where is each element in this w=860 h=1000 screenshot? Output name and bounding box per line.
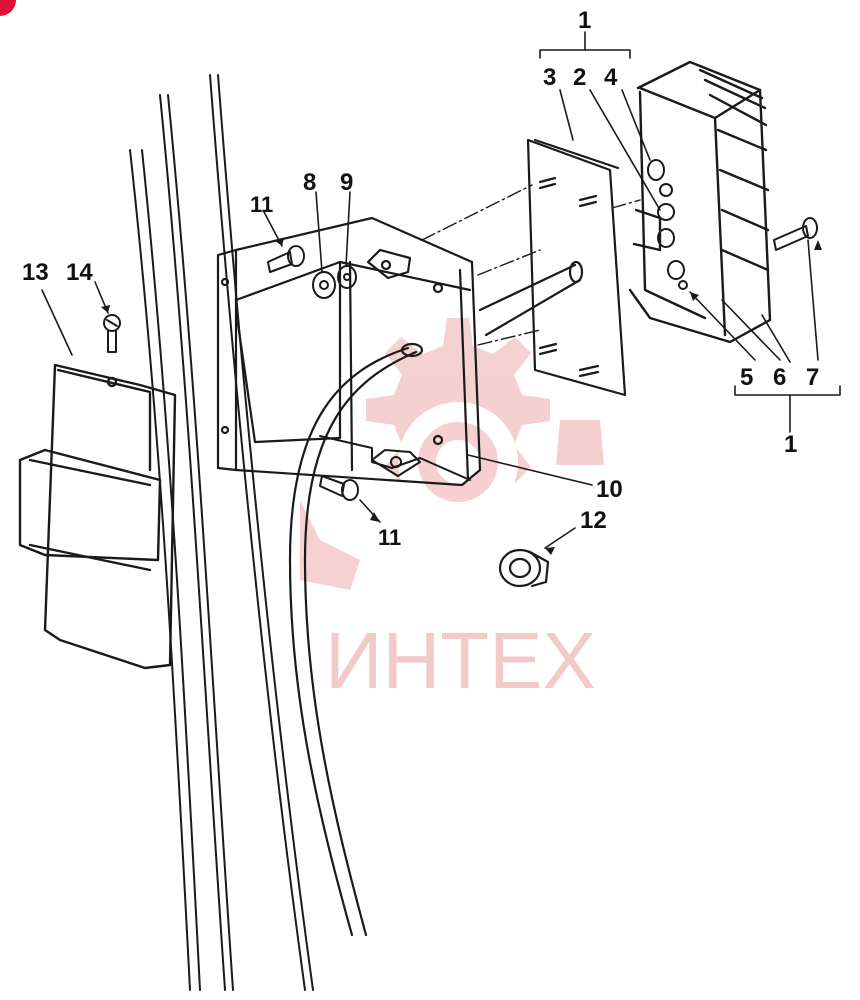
- callout-11-top: 11: [250, 192, 273, 217]
- callout-13: 13: [22, 259, 49, 286]
- screw-part-11-bottom: [319, 475, 359, 501]
- callout-11-bottom: 11: [378, 525, 401, 550]
- screw-part-7: [773, 217, 818, 251]
- corner-mark: [0, 0, 16, 16]
- grommet-part-12: [498, 548, 550, 588]
- callout-8: 8: [303, 169, 316, 196]
- callout-1-bottom: 1: [784, 431, 797, 458]
- callout-9: 9: [340, 169, 353, 196]
- leader-lines: [41, 31, 841, 549]
- mounting-bracket: [216, 216, 482, 487]
- assembly-lines: [421, 184, 641, 346]
- callout-5: 5: [740, 364, 753, 391]
- callout-3: 3: [543, 64, 556, 91]
- callout-2: 2: [573, 64, 586, 91]
- screw-part-14: [103, 314, 121, 353]
- door-frame: [129, 74, 314, 991]
- bulb-socket-parts: [647, 159, 688, 290]
- callout-12: 12: [580, 507, 607, 534]
- gasket-plate-part-3: [526, 138, 627, 397]
- leader-arrowheads: [101, 238, 822, 555]
- lamp-housing-part: [628, 60, 772, 344]
- clamp-part: [319, 435, 471, 481]
- callout-4: 4: [604, 64, 618, 91]
- washer-part-9: [337, 265, 357, 289]
- callout-6: 6: [773, 364, 786, 391]
- watermark-logo: [300, 318, 604, 590]
- screw-part-11-top: [267, 245, 305, 273]
- callout-14: 14: [66, 259, 93, 286]
- callout-10: 10: [596, 476, 623, 503]
- rear-cover-part: [18, 363, 177, 670]
- watermark-text: ИНТЕХ: [325, 616, 596, 705]
- callout-1-top: 1: [578, 7, 591, 34]
- callout-7: 7: [806, 364, 819, 391]
- nut-part-8: [312, 271, 336, 299]
